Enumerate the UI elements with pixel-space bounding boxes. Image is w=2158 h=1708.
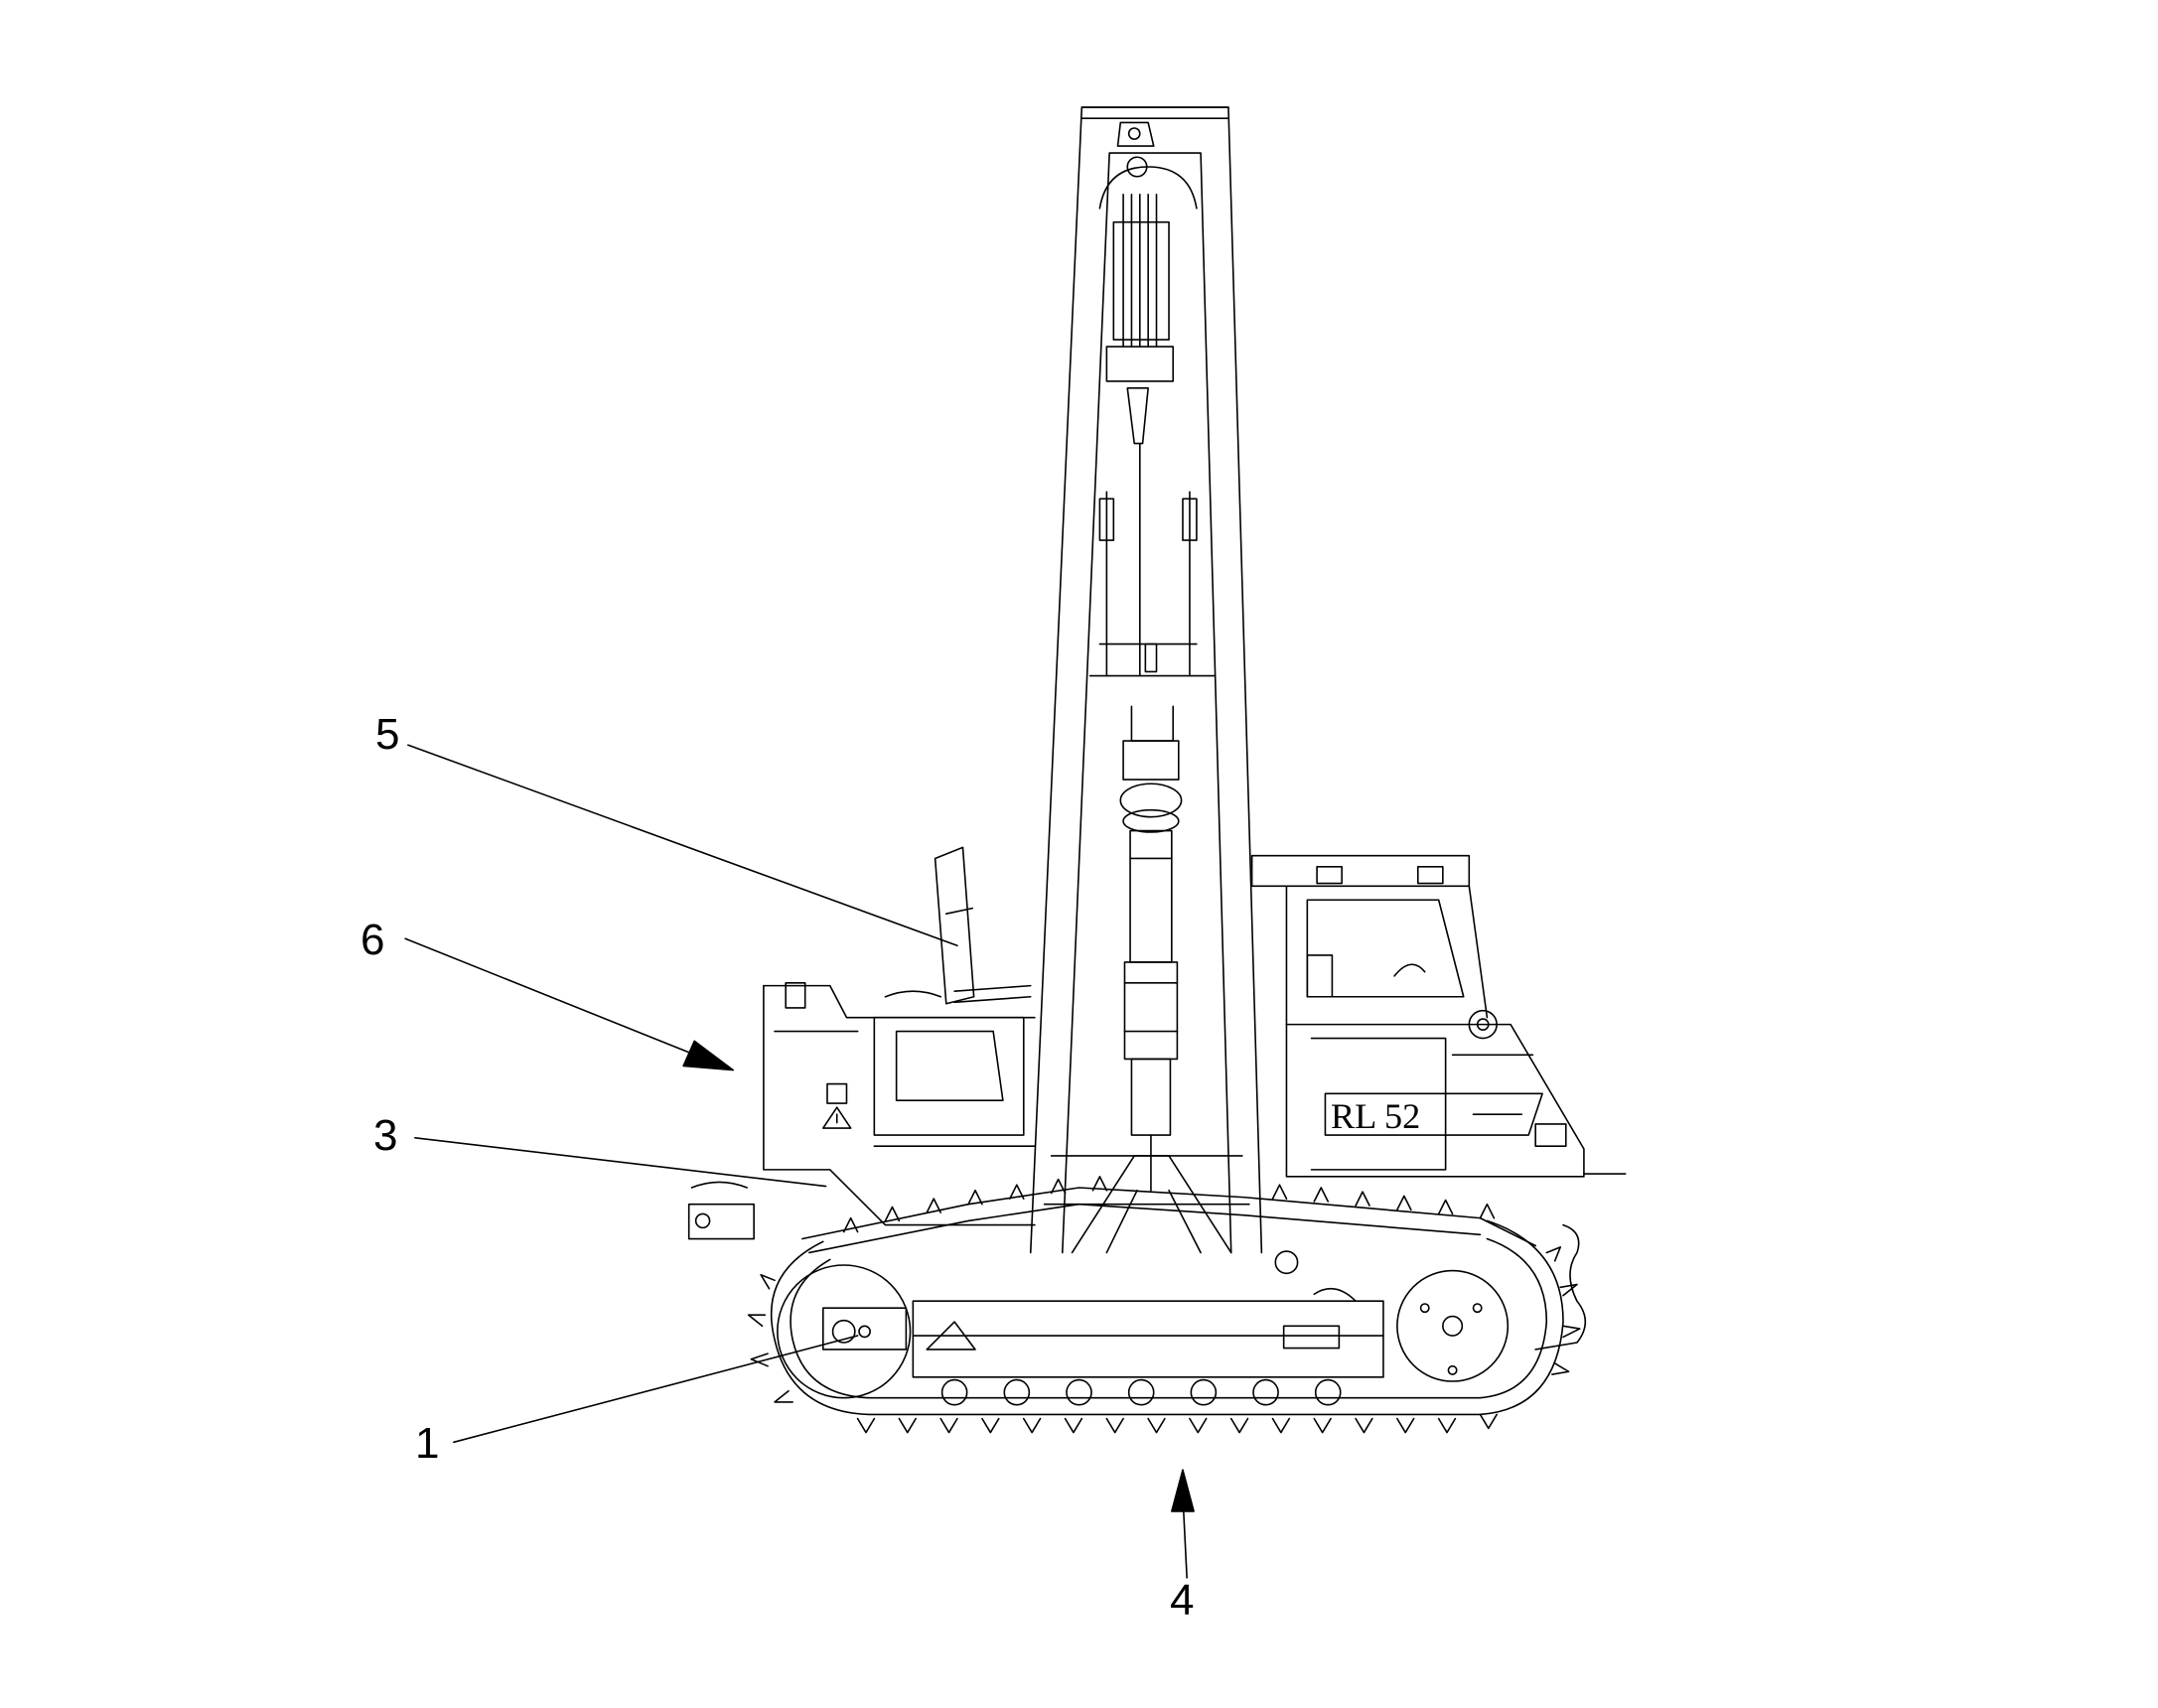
cab — [1252, 856, 1584, 1177]
leader-line-3 — [415, 1138, 826, 1187]
leader-arrow-4 — [1172, 1470, 1194, 1511]
leader-line-5 — [408, 745, 957, 945]
callout-label-6: 6 — [360, 916, 385, 964]
leader-line-6 — [405, 938, 712, 1062]
undercarriage — [749, 1174, 1626, 1432]
leader-arrow-6 — [683, 1041, 733, 1069]
cab-window — [1307, 900, 1463, 997]
sprocket — [1397, 1271, 1508, 1381]
hook — [1127, 388, 1148, 444]
boom-cylinder — [1073, 706, 1231, 1252]
hook-block — [1113, 222, 1169, 340]
idler-wheel — [778, 1265, 911, 1398]
boom — [1031, 107, 1262, 1252]
callout-label-1: 1 — [415, 1419, 440, 1468]
hood-window — [897, 1032, 1003, 1101]
warning-triangle — [823, 1107, 851, 1128]
canopy — [1252, 856, 1470, 887]
callout-leaders — [405, 745, 1194, 1578]
side-decal-panel — [1325, 1093, 1542, 1135]
exhaust-stack — [935, 847, 974, 1003]
leader-line-1 — [454, 1336, 858, 1442]
machine-body — [689, 983, 1035, 1239]
warning-decal — [827, 1084, 847, 1104]
callout-label-3: 3 — [373, 1111, 398, 1160]
machine-badge: RL 52 — [1331, 1096, 1420, 1136]
callout-label-5: 5 — [375, 710, 400, 759]
callout-label-4: 4 — [1170, 1576, 1195, 1625]
